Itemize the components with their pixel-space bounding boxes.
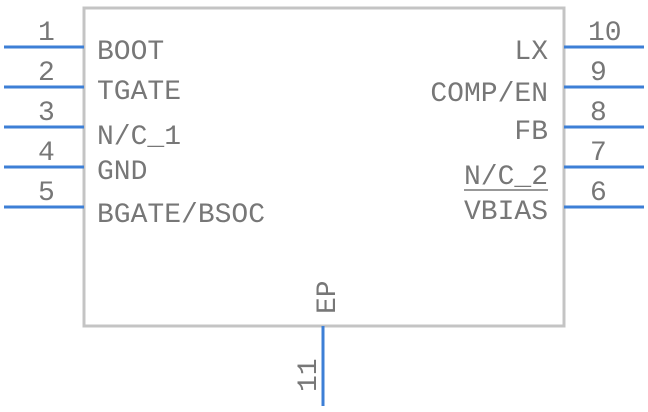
right-pin-7[interactable]: 7 N/C_2: [464, 138, 644, 193]
pin-name: TGATE: [97, 77, 181, 108]
pin-name: N/C_1: [97, 122, 181, 153]
pin-number: 4: [38, 138, 55, 169]
pin-number: 8: [590, 98, 607, 129]
pin-name: COMP/EN: [430, 79, 548, 110]
pin-name: EP: [313, 280, 344, 314]
pin-name: BOOT: [97, 37, 164, 68]
pin-number: 3: [38, 98, 55, 129]
pin-number: 1: [38, 18, 55, 49]
right-pin-10[interactable]: 10 LX: [514, 18, 644, 68]
pin-number: 6: [590, 178, 607, 209]
component-body: [82, 6, 566, 328]
pin-name: LX: [514, 37, 548, 68]
left-pin-3[interactable]: 3 N/C_1: [4, 98, 181, 153]
pin-name: N/C_2: [464, 162, 548, 193]
pin-number: 7: [590, 138, 607, 169]
right-pin-9[interactable]: 9 COMP/EN: [430, 58, 644, 110]
left-pin-5[interactable]: 5 BGATE/BSOC: [4, 178, 265, 231]
pin-number: 2: [38, 58, 55, 89]
bottom-pin-11[interactable]: EP 11: [294, 280, 344, 406]
pin-name: GND: [97, 157, 147, 188]
right-pin-6[interactable]: 6 VBIAS: [464, 178, 644, 228]
pin-name: BGATE/BSOC: [97, 200, 265, 231]
pin-number: 10: [588, 18, 622, 49]
pin-number: 9: [590, 58, 607, 89]
left-pin-1[interactable]: 1 BOOT: [4, 18, 164, 68]
pin-number: 11: [294, 358, 325, 392]
pin-name: FB: [514, 117, 548, 148]
left-pin-2[interactable]: 2 TGATE: [4, 58, 181, 108]
pin-number: 5: [38, 178, 55, 209]
pin-name: VBIAS: [464, 197, 548, 228]
right-pin-8[interactable]: 8 FB: [514, 98, 644, 148]
left-pin-4[interactable]: 4 GND: [4, 138, 147, 188]
